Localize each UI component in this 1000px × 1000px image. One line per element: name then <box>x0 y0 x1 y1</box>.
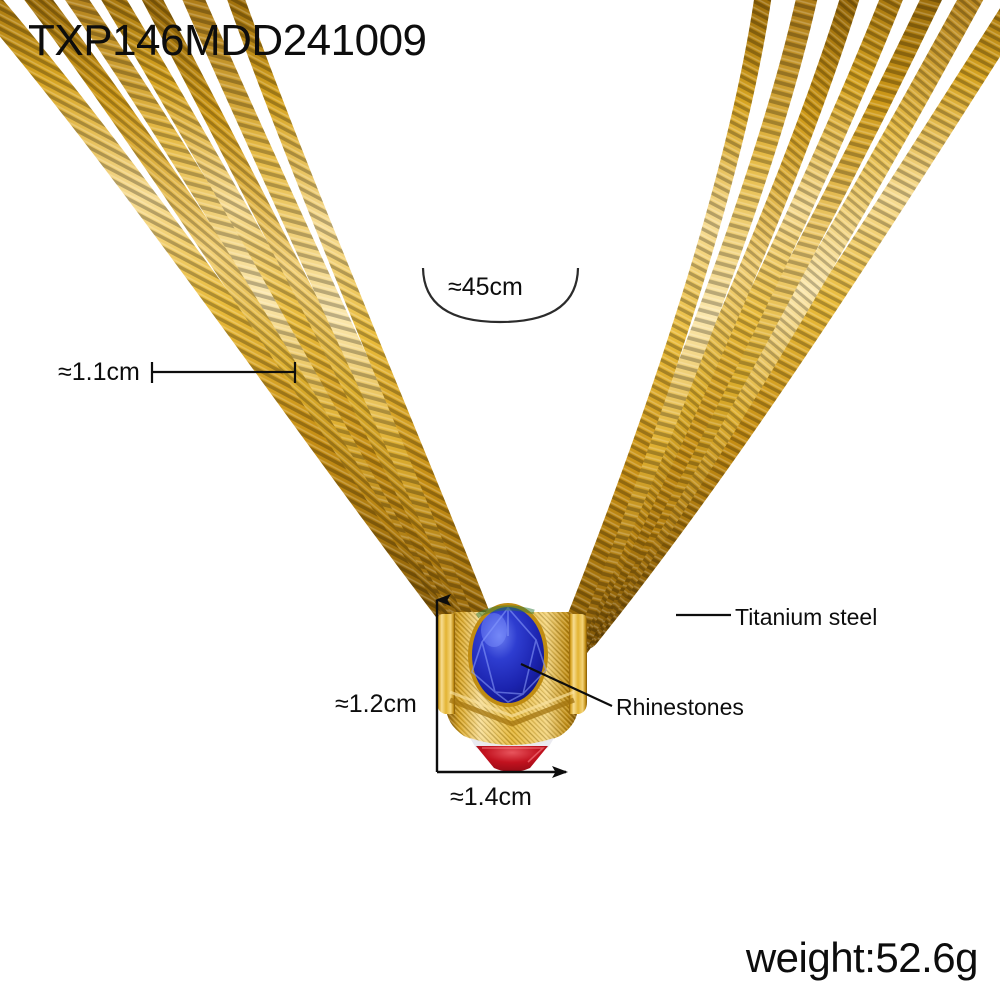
chain-strand-group-right <box>539 0 1000 695</box>
chain-strand-group-left <box>0 0 519 697</box>
pendant-dimension-axes <box>435 594 568 778</box>
rhinestones-leader <box>520 663 613 707</box>
length-arc <box>421 267 580 324</box>
chain-width-dimension <box>150 362 297 383</box>
pendant-bead <box>437 603 587 772</box>
chain-width-label: ≈1.1cm <box>58 358 140 386</box>
pendant-width-label: ≈1.4cm <box>450 783 532 811</box>
titanium-steel-callout: Titanium steel <box>735 604 878 630</box>
pendant-height-label: ≈1.2cm <box>335 690 417 718</box>
red-rhinestone <box>476 746 548 772</box>
product-weight-label: weight:52.6g <box>745 934 979 981</box>
product-sku-title: TXP146MDD241009 <box>28 16 427 65</box>
rhinestones-callout: Rhinestones <box>616 694 744 720</box>
necklace-length-label: ≈45cm <box>448 273 523 301</box>
